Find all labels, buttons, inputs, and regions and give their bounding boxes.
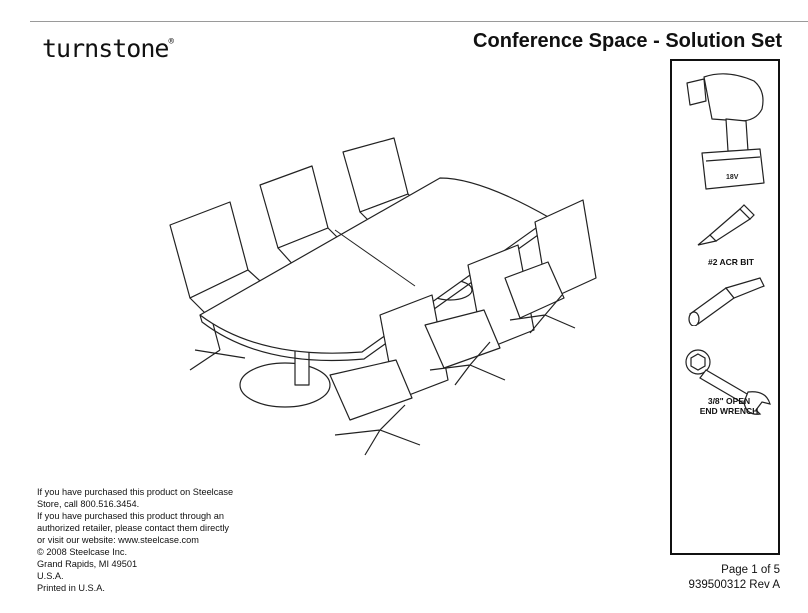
page-info: Page 1 of 5 939500312 Rev A [689,563,780,593]
table-base-left [239,362,331,408]
footer-line: authorized retailer, please contact them… [37,523,230,533]
open-end-wrench-icon [685,349,771,415]
footer-line: U.S.A. [37,571,64,581]
cordless-drill-icon: 18V [686,73,765,190]
footer-line: © 2008 Steelcase Inc. [37,547,128,557]
footer-info: If you have purchased this product on St… [37,486,233,594]
footer-line: Printed in U.S.A. [37,583,105,593]
bit-extension-icon [688,277,765,326]
chair-front-3 [504,199,597,334]
wrench-label-line2: END WRENCH [699,406,759,416]
registered-mark: ® [168,36,174,47]
brand-logo: turnstone® [42,34,174,63]
document-number: 939500312 Rev A [688,579,780,591]
top-rule [30,21,808,22]
conference-table-illustration [169,137,597,456]
table-top [199,177,551,354]
footer-line: If you have purchased this product on St… [37,487,234,497]
acr-bit-label: #2 ACR BIT [708,257,754,267]
acr-bit-icon [697,204,755,246]
page-number: Page 1 of 5 [721,564,780,576]
tools-panel: 18V #2 ACR BIT 3/8" OPEN END WRENCH [670,59,780,555]
wrench-label-line1: 3/8" OPEN [707,396,751,406]
chair-back-2 [259,165,347,269]
drill-badge: 18V [726,174,739,181]
footer-line: Store, call 800.516.3454. [37,499,140,509]
footer-line: If you have purchased this product throu… [37,511,224,521]
chair-front-2 [424,244,535,386]
wrench-label: 3/8" OPEN END WRENCH [694,396,764,416]
chair-front-1 [329,294,449,456]
page-title: Conference Space - Solution Set [473,30,782,52]
footer-line: or visit our website: www.steelcase.com [37,535,199,545]
brand-name: turnstone [42,34,169,63]
footer-line: Grand Rapids, MI 49501 [37,559,138,569]
